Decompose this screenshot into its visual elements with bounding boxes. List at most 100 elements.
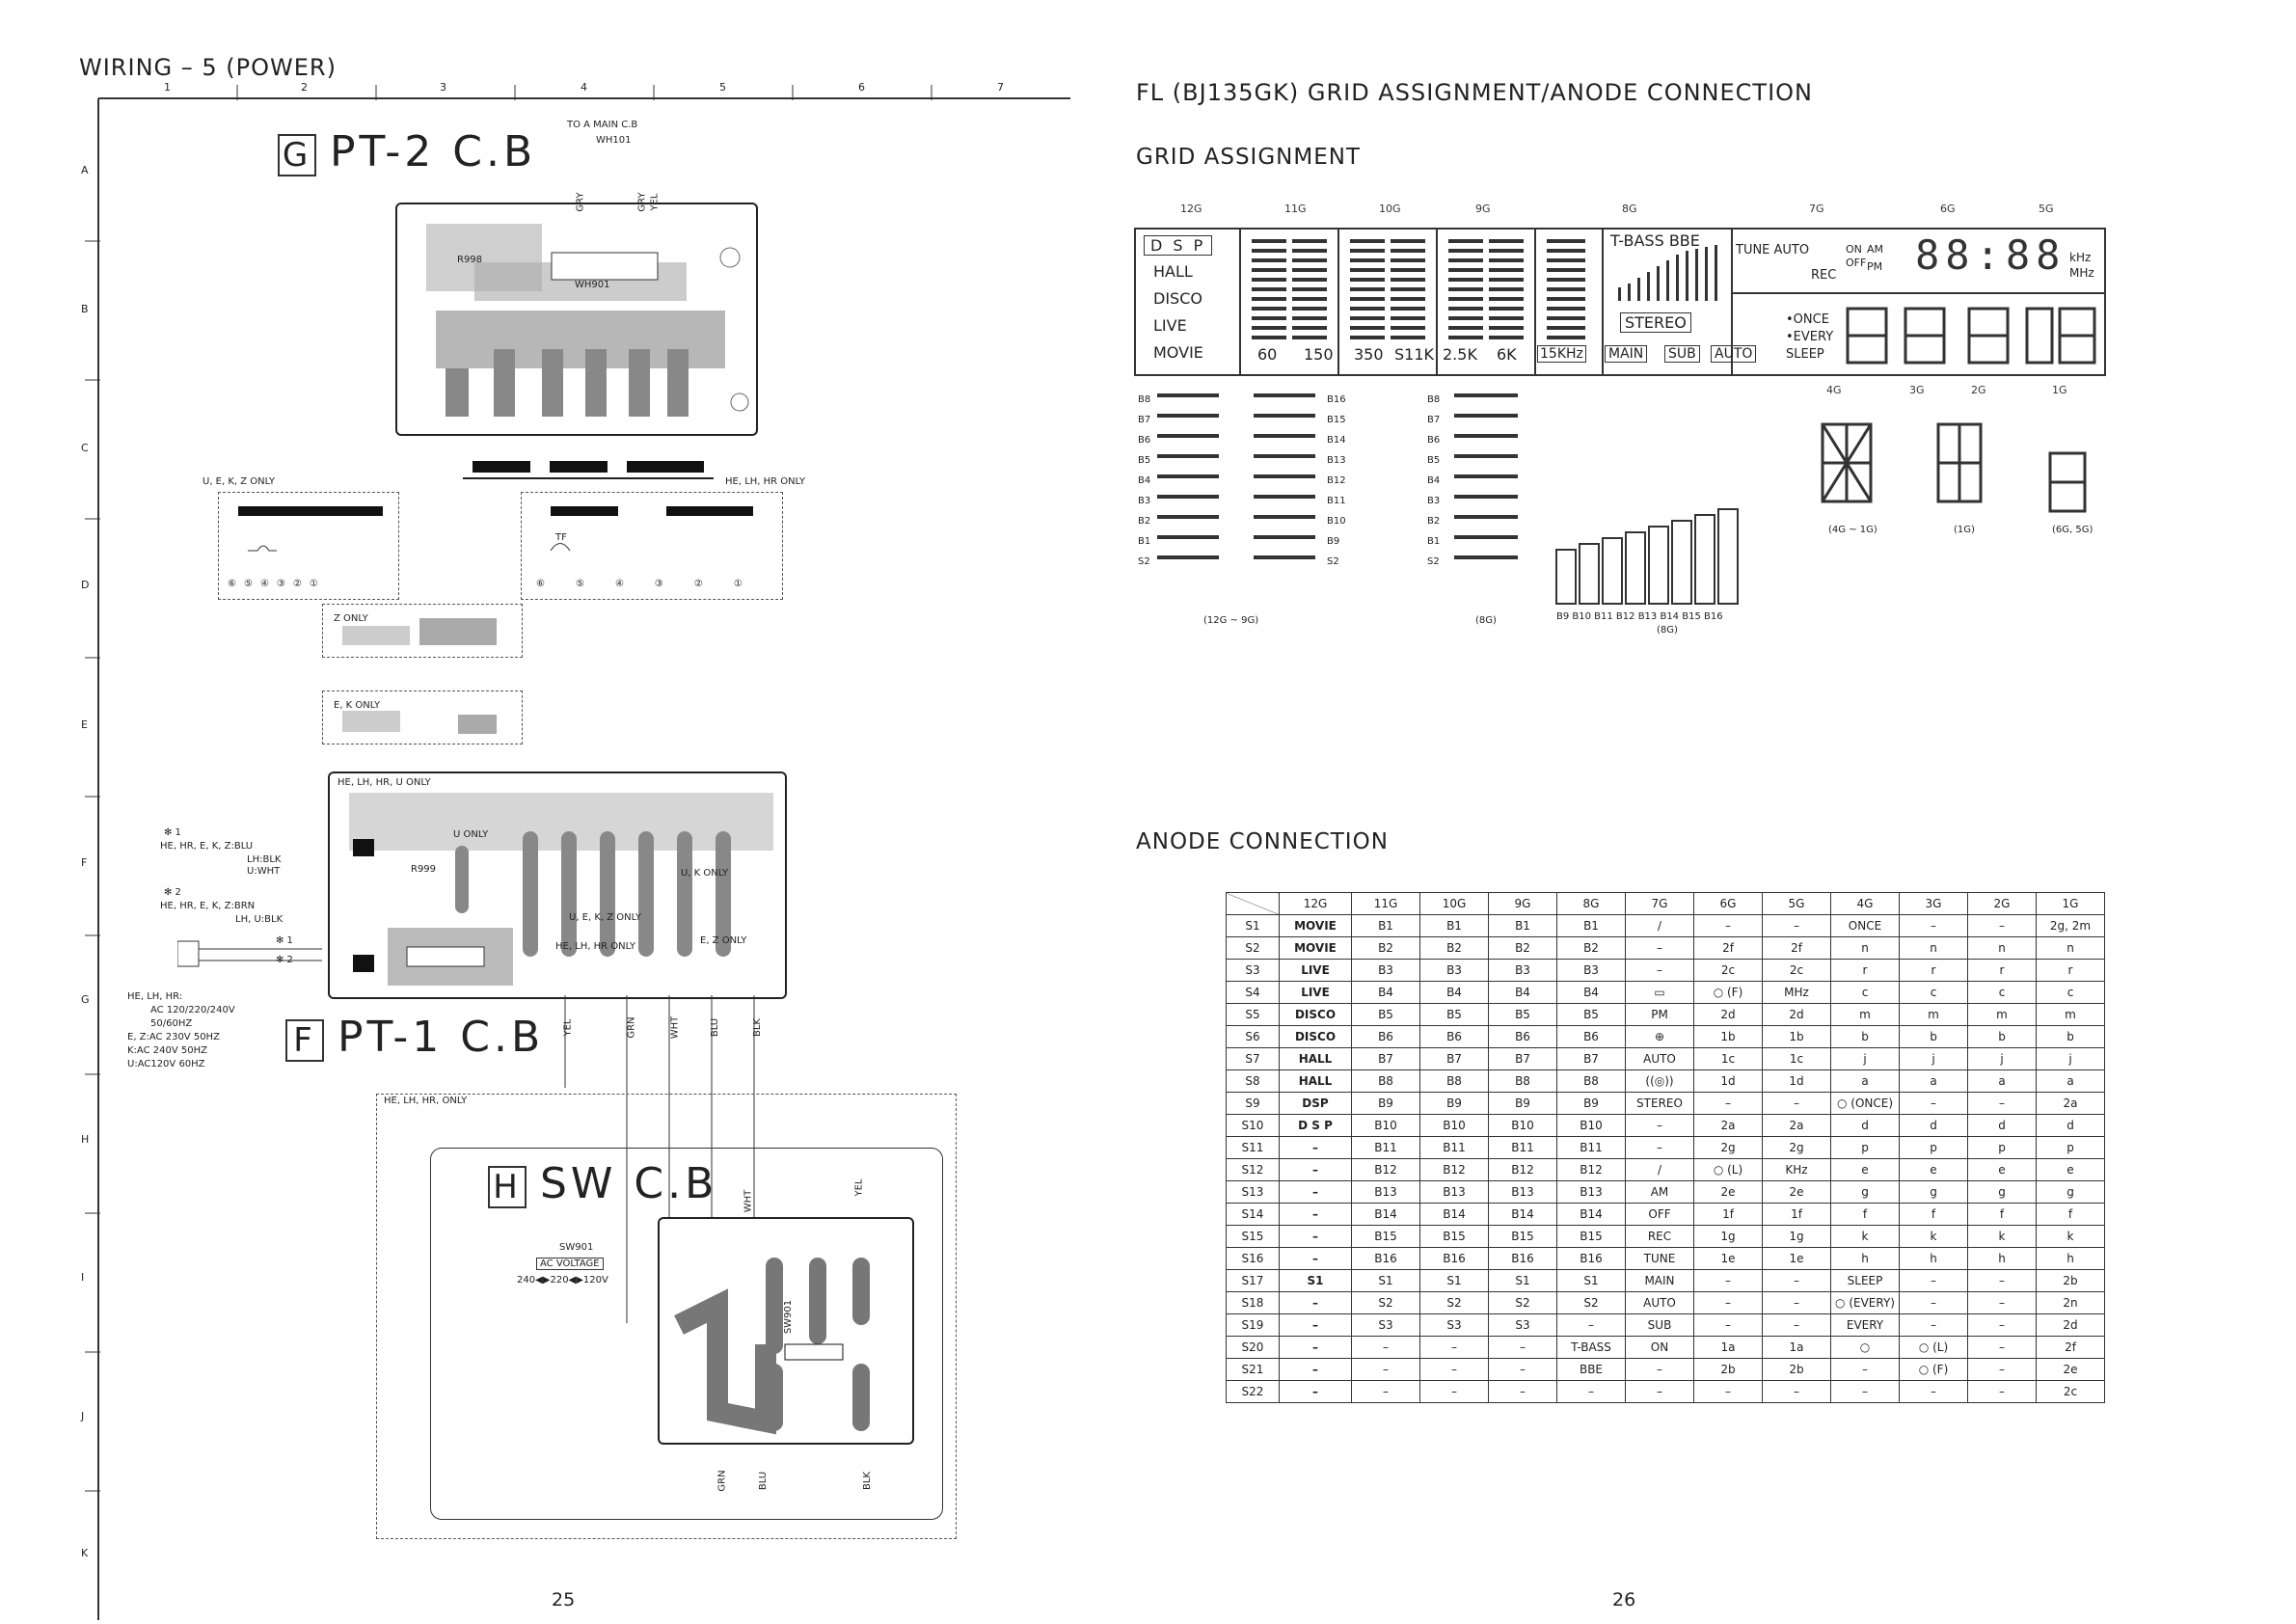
- table-cell: B4: [1419, 981, 1489, 1004]
- table-cell: p: [2036, 1136, 2105, 1159]
- table-cell: r: [1899, 959, 1968, 982]
- table-cell: SLEEP: [1830, 1269, 1900, 1292]
- grid-bars-12g-9g: [1157, 393, 1315, 559]
- table-cell: 1a: [1693, 1336, 1763, 1359]
- table-cell: B7: [1351, 1047, 1420, 1070]
- table-cell: S1: [1556, 1269, 1626, 1292]
- table-cell: –: [1762, 1313, 1831, 1337]
- table-cell: MHz: [1762, 981, 1831, 1004]
- column-header: 1G: [2036, 892, 2105, 915]
- table-cell: p: [1967, 1136, 2037, 1159]
- column-header: 9G: [1488, 892, 1557, 915]
- table-cell: HALL: [1279, 1069, 1352, 1093]
- table-cell: k: [2036, 1225, 2105, 1248]
- row-header: S5: [1226, 1003, 1280, 1026]
- fl-auto: AUTO: [1711, 345, 1757, 363]
- wire-grn: GRN: [626, 1016, 637, 1039]
- table-cell: DISCO: [1279, 1025, 1352, 1048]
- table-cell: f: [1967, 1203, 2037, 1226]
- row-letter: F: [81, 856, 88, 869]
- table-cell: B10: [1419, 1114, 1489, 1137]
- sw-outer-box: [430, 1148, 943, 1520]
- col-number: 7: [997, 81, 1004, 94]
- tf-label: TF: [555, 532, 567, 543]
- grid-header: 6G: [1940, 203, 1956, 215]
- table-cell: –: [1830, 1380, 1900, 1403]
- table-cell: MOVIE: [1279, 936, 1352, 960]
- plug1-label: ✻ 1: [276, 935, 293, 946]
- sw-board: [658, 1217, 914, 1445]
- helhu-only-label: HE, LH, HR, U ONLY: [338, 777, 431, 788]
- row-header: S2: [1226, 936, 1280, 960]
- board-h-name: SW C.B: [540, 1159, 718, 1208]
- table-cell: TUNE: [1625, 1247, 1694, 1270]
- table-cell: 2c: [2036, 1380, 2105, 1403]
- table-cell: T-BASS: [1556, 1336, 1626, 1359]
- table-cell: ○ (F): [1693, 981, 1763, 1004]
- table-cell: MOVIE: [1279, 914, 1352, 937]
- table-cell: –: [1419, 1358, 1489, 1381]
- table-cell: –: [1556, 1313, 1626, 1337]
- col-number: 4: [581, 81, 587, 94]
- table-cell: B5: [1351, 1003, 1420, 1026]
- col-number: 3: [440, 81, 446, 94]
- fl-display: [1134, 228, 2106, 376]
- plug2-label: ✻ 2: [276, 955, 293, 965]
- table-cell: –: [1625, 936, 1694, 960]
- table-cell: B12: [1419, 1158, 1489, 1181]
- pt2-connectors: [463, 461, 714, 479]
- fl-freq: 2.5K: [1443, 345, 1477, 364]
- table-cell: –: [1279, 1313, 1352, 1337]
- table-cell: g: [2036, 1180, 2105, 1204]
- note2-head: ✻ 2: [164, 887, 181, 898]
- table-cell: EVERY: [1830, 1313, 1900, 1337]
- note1-line1: HE, HR, E, K, Z:BLU: [160, 841, 254, 852]
- table-cell: m: [1967, 1003, 2037, 1026]
- table-cell: n: [2036, 936, 2105, 960]
- voltage-selector[interactable]: 240◀▶220◀▶120V: [517, 1275, 608, 1286]
- table-cell: a: [2036, 1069, 2105, 1093]
- table-cell: c: [1967, 981, 2037, 1004]
- table-cell: B16: [1351, 1247, 1420, 1270]
- table-cell: B9: [1488, 1092, 1557, 1115]
- pt2-board: [395, 203, 758, 436]
- table-cell: B11: [1419, 1136, 1489, 1159]
- table-cell: 2f: [2036, 1336, 2105, 1359]
- anode-connection-title: ANODE CONNECTION: [1136, 829, 1389, 854]
- table-cell: 1g: [1762, 1225, 1831, 1248]
- table-cell: d: [1899, 1114, 1968, 1137]
- table-cell: ○ (L): [1693, 1158, 1763, 1181]
- fl-dsp: D S P: [1144, 235, 1213, 256]
- pt1-traces: [349, 793, 773, 986]
- u-only-label: U ONLY: [453, 829, 489, 840]
- table-cell: –: [1693, 1092, 1763, 1115]
- col-number: 5: [719, 81, 726, 94]
- table-cell: c: [1899, 981, 1968, 1004]
- grid-bars-8g: [1454, 393, 1518, 559]
- table-cell: /: [1625, 914, 1694, 937]
- row-letter: B: [81, 303, 89, 315]
- column-header: 5G: [1762, 892, 1831, 915]
- table-cell: B11: [1488, 1136, 1557, 1159]
- bar-labels: B9 B10 B11 B12 B13 B14 B15 B16: [1556, 611, 1723, 622]
- table-cell: 2g, 2m: [2036, 914, 2105, 937]
- grid-header: 10G: [1379, 203, 1401, 215]
- column-header: 4G: [1830, 892, 1900, 915]
- table-cell: B11: [1556, 1136, 1626, 1159]
- table-cell: B8: [1419, 1069, 1489, 1093]
- yel-label: YEL: [649, 193, 661, 211]
- table-cell: B8: [1488, 1069, 1557, 1093]
- table-cell: a: [1967, 1069, 2037, 1093]
- col-number: 1: [164, 81, 171, 94]
- table-cell: B2: [1556, 936, 1626, 960]
- table-cell: B11: [1351, 1136, 1420, 1159]
- table-cell: –: [1279, 1291, 1352, 1314]
- z-only-label: Z ONLY: [334, 613, 368, 624]
- table-cell: B2: [1488, 936, 1557, 960]
- ac-voltage-label: AC VOLTAGE: [536, 1258, 604, 1270]
- table-cell: p: [1830, 1136, 1900, 1159]
